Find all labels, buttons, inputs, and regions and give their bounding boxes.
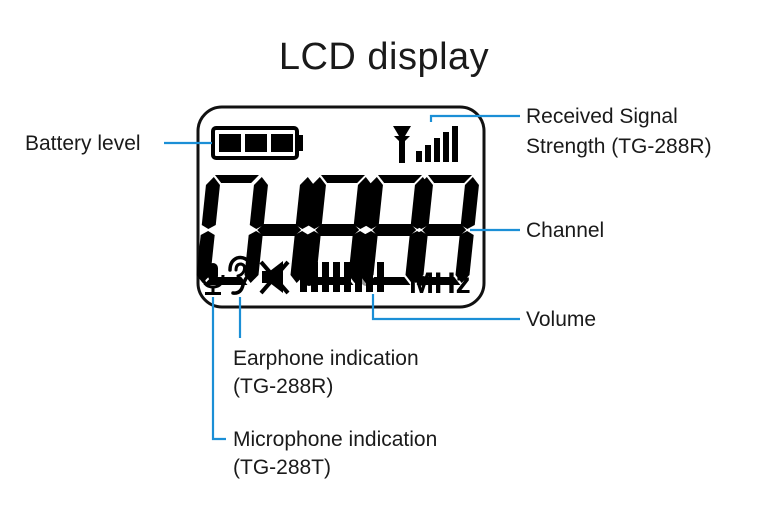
signal-bars-icon (416, 126, 458, 162)
label-microphone-line1: Microphone indication (233, 428, 438, 451)
label-channel: Channel (526, 219, 605, 242)
battery-icon (211, 126, 303, 160)
label-microphone-line2: (TG-288T) (233, 456, 332, 479)
volume-bars-icon (300, 262, 384, 292)
leader-volume (371, 294, 520, 321)
label-earphone-line2: (TG-288R) (233, 375, 334, 398)
label-volume: Volume (526, 308, 597, 331)
microphone-icon (201, 263, 225, 295)
lcd-frame (196, 105, 486, 309)
leader-microphone (211, 297, 226, 441)
leader-lines (164, 114, 520, 441)
leader-signal (429, 114, 520, 122)
label-earphone-line1: Earphone indication (233, 347, 419, 370)
earphone-icon (228, 255, 253, 295)
label-signal-line2: Strength (TG-288R) (526, 135, 712, 158)
label-signal-line1: Received Signal (526, 105, 678, 128)
diagram-title: LCD display (278, 36, 490, 78)
label-battery-level: Battery level (25, 132, 141, 155)
mute-icon (259, 260, 290, 295)
unit-text: MHz (409, 267, 471, 300)
antenna-icon (393, 126, 411, 163)
